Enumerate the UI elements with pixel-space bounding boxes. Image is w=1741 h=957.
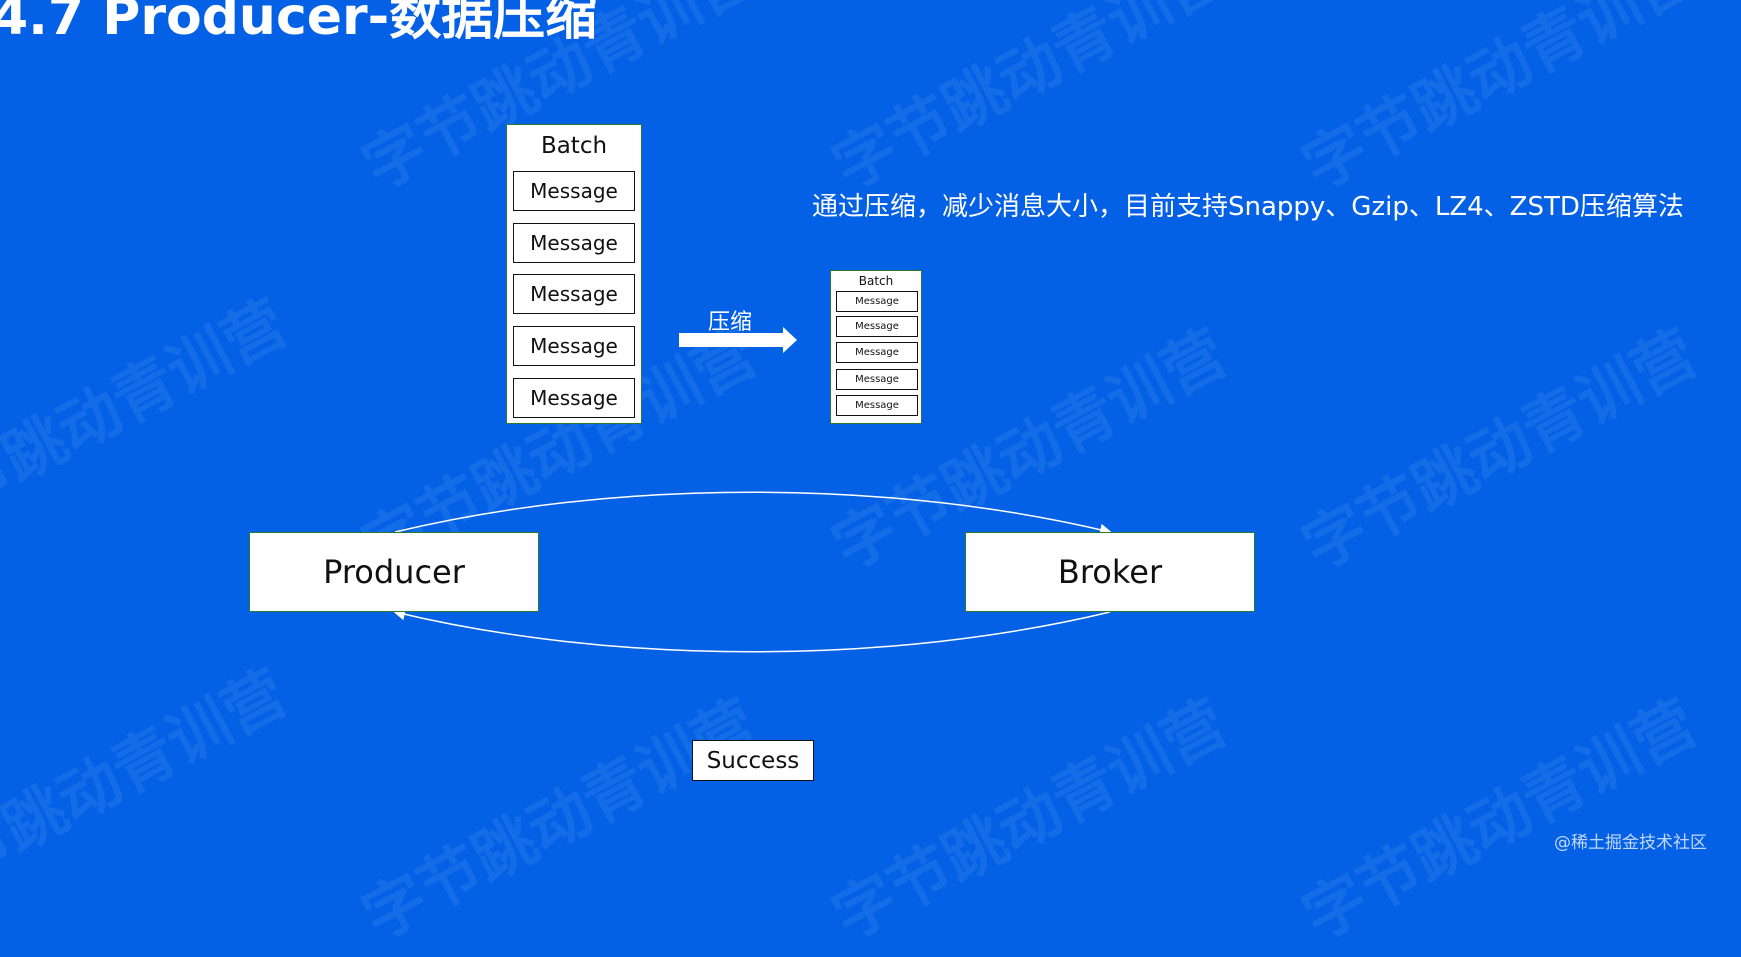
message-box: Message bbox=[836, 395, 918, 416]
message-box: Message bbox=[513, 326, 635, 366]
broker-node: Broker bbox=[965, 532, 1255, 612]
message-box: Message bbox=[513, 274, 635, 314]
message-box: Message bbox=[513, 171, 635, 211]
success-label: Success bbox=[692, 740, 814, 781]
producer-node: Producer bbox=[249, 532, 539, 612]
send-arc bbox=[394, 491, 1112, 536]
compress-label: 压缩 bbox=[708, 310, 753, 335]
message-box: Message bbox=[836, 316, 918, 337]
compression-description: 通过压缩，减少消息大小，目前支持Snappy、Gzip、LZ4、ZSTD压缩算法 bbox=[812, 192, 1684, 222]
flow-diagram bbox=[393, 327, 1112, 653]
compress-arrow bbox=[679, 327, 797, 353]
slide-title: 4.7 Producer-数据压缩 bbox=[0, 0, 598, 47]
message-box: Message bbox=[836, 369, 918, 390]
message-box: Message bbox=[513, 223, 635, 263]
source-credit: @稀土掘金技术社区 bbox=[1554, 833, 1707, 853]
message-box: Message bbox=[836, 342, 918, 363]
batch-label: Batch bbox=[540, 133, 608, 159]
success-arc bbox=[393, 608, 1111, 653]
message-box: Message bbox=[836, 291, 918, 312]
uncompressed-batch: Batch Message Message Message Message Me… bbox=[506, 124, 642, 424]
compressed-batch: Batch Message Message Message Message Me… bbox=[830, 270, 922, 424]
message-box: Message bbox=[513, 378, 635, 418]
batch-label: Batch bbox=[858, 274, 894, 288]
